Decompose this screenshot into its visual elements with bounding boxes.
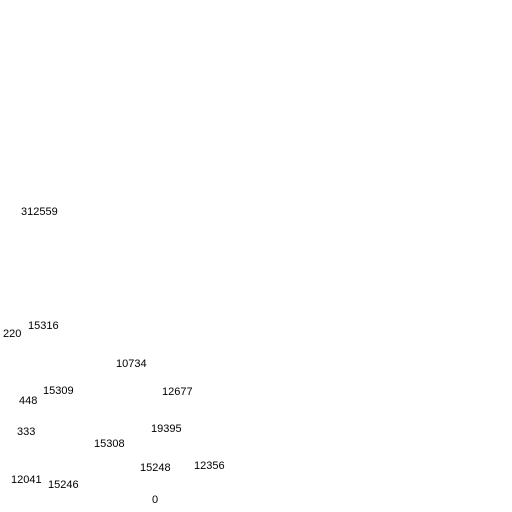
number-label: 333 bbox=[17, 426, 36, 438]
number-label: 0 bbox=[152, 494, 159, 506]
number-label: 12356 bbox=[194, 460, 225, 472]
number-label: 15309 bbox=[43, 385, 74, 397]
number-label: 15246 bbox=[48, 479, 79, 491]
number-label: 12677 bbox=[162, 386, 193, 398]
number-label: 12041 bbox=[11, 474, 42, 486]
number-label: 312559 bbox=[21, 206, 58, 218]
number-label: 220 bbox=[3, 328, 22, 340]
number-label: 15308 bbox=[94, 438, 125, 450]
number-label: 448 bbox=[19, 395, 38, 407]
number-label: 15248 bbox=[140, 462, 171, 474]
number-label: 19395 bbox=[151, 423, 182, 435]
number-label: 10734 bbox=[116, 358, 147, 370]
number-label: 15316 bbox=[28, 320, 59, 332]
